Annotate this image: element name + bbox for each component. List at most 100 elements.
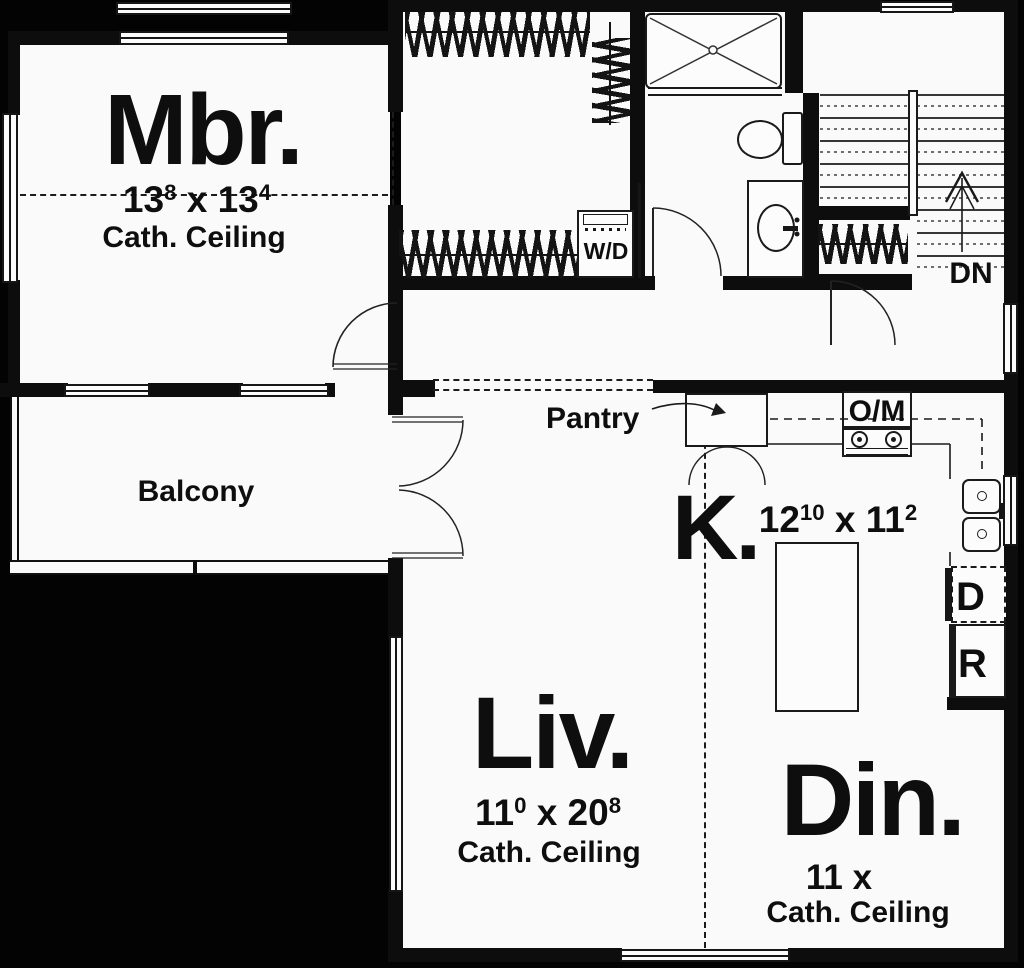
closet-hatch	[592, 38, 630, 123]
living-label: Liv.	[471, 676, 634, 790]
sink-drain-icon	[977, 491, 987, 501]
wall	[1004, 0, 1018, 305]
wall	[723, 276, 820, 290]
wall	[388, 558, 403, 638]
dim-sup: 0	[514, 792, 527, 818]
window	[1003, 303, 1018, 374]
dim-sup: 10	[799, 499, 825, 525]
kitchen-label: K.	[672, 477, 761, 579]
vanity-faucet	[783, 226, 798, 231]
window	[620, 949, 790, 962]
window	[239, 384, 329, 397]
dim-sup: 8	[164, 179, 177, 205]
closet-rod	[405, 31, 590, 33]
dishwasher-box	[951, 566, 1006, 623]
kitchen-dimensions: 1210 x 112	[759, 501, 917, 538]
wall	[388, 948, 622, 962]
dim-sep: x	[824, 499, 866, 540]
wall	[8, 31, 20, 115]
toilet-tank	[782, 112, 803, 165]
mbr-ridge-line	[20, 194, 388, 196]
closet-rod	[609, 22, 611, 125]
counter-end-wall	[947, 697, 1008, 710]
refrigerator-box	[949, 624, 1006, 698]
dim-value: 12	[758, 499, 800, 540]
living-dimensions: 110 x 208	[475, 794, 621, 831]
wall	[1004, 545, 1018, 962]
shower	[645, 13, 782, 89]
oven-microwave-label: O/M	[848, 395, 906, 428]
mbr-ceiling-note: Cath. Ceiling	[102, 221, 286, 254]
wall	[8, 280, 20, 397]
kitchen-island	[775, 542, 859, 712]
shower-curb	[648, 87, 782, 96]
window	[880, 1, 954, 13]
wall	[806, 274, 912, 290]
stair-landing-bar	[813, 206, 910, 220]
balcony-rail-post	[193, 560, 197, 575]
range-front	[846, 448, 908, 455]
wall	[630, 0, 645, 278]
hall-opening-line	[433, 389, 653, 391]
mbr-balcony-doorway	[330, 383, 390, 397]
wall	[388, 12, 403, 112]
washer-dryer-panel	[583, 214, 628, 225]
window	[116, 2, 292, 15]
stair-closet-rod	[818, 243, 908, 245]
wall	[388, 890, 403, 948]
window	[119, 31, 289, 45]
vanity-sink	[757, 204, 795, 252]
liv-balcony-doorway	[386, 415, 403, 560]
dim-value: 20	[567, 792, 609, 833]
dim-sep: x	[176, 179, 218, 220]
dim-value: 13	[122, 179, 165, 220]
wall	[788, 948, 1008, 962]
refrigerator-label: R	[958, 642, 987, 686]
window	[2, 113, 18, 283]
wall	[803, 93, 819, 276]
closet-hatch	[405, 12, 590, 57]
balcony-label: Balcony	[137, 475, 255, 508]
wall	[785, 0, 803, 93]
hall-opening-line	[433, 379, 653, 381]
balcony-floor	[10, 395, 388, 575]
window	[1003, 475, 1018, 546]
dining-label: Din.	[780, 743, 966, 857]
wall	[0, 383, 68, 397]
window	[389, 636, 403, 892]
stair-stringer	[908, 90, 918, 216]
wall-opening-line	[392, 112, 394, 205]
dim-value: 13	[217, 179, 259, 220]
mbr-dimensions: 138 x 134	[123, 181, 271, 218]
dim-sup: 8	[608, 792, 622, 818]
wall	[325, 383, 335, 397]
mbr-label: Mbr.	[104, 74, 304, 186]
dim-value: 11	[865, 499, 905, 540]
dishwasher-label: D	[956, 575, 985, 619]
toilet-bowl	[737, 120, 783, 159]
closet-rod	[399, 254, 577, 256]
window	[64, 384, 150, 397]
dishwasher-front	[945, 568, 952, 621]
burner-icon	[885, 431, 902, 448]
washer-dryer-knobs	[585, 228, 626, 231]
mbr-floor	[18, 43, 390, 385]
pantry-label: Pantry	[546, 402, 640, 435]
sink-drain-icon	[977, 529, 987, 539]
living-ceiling-note: Cath. Ceiling	[457, 836, 641, 869]
dim-sup: 4	[258, 179, 272, 205]
wall	[148, 383, 243, 397]
kitchen-faucet	[999, 503, 1005, 519]
wall	[395, 276, 655, 290]
washer-dryer-label: W/D	[583, 238, 629, 264]
balcony-rail-left	[10, 397, 19, 575]
wall	[287, 31, 403, 45]
wall	[8, 31, 121, 45]
kitchen-dining-divider-line	[704, 393, 706, 948]
wall	[653, 380, 1008, 393]
pantry-cabinet	[685, 393, 768, 447]
dim-sep: x	[526, 792, 568, 833]
dining-ceiling-note: Cath. Ceiling	[766, 896, 950, 929]
stairs-down-label: DN	[949, 257, 993, 290]
